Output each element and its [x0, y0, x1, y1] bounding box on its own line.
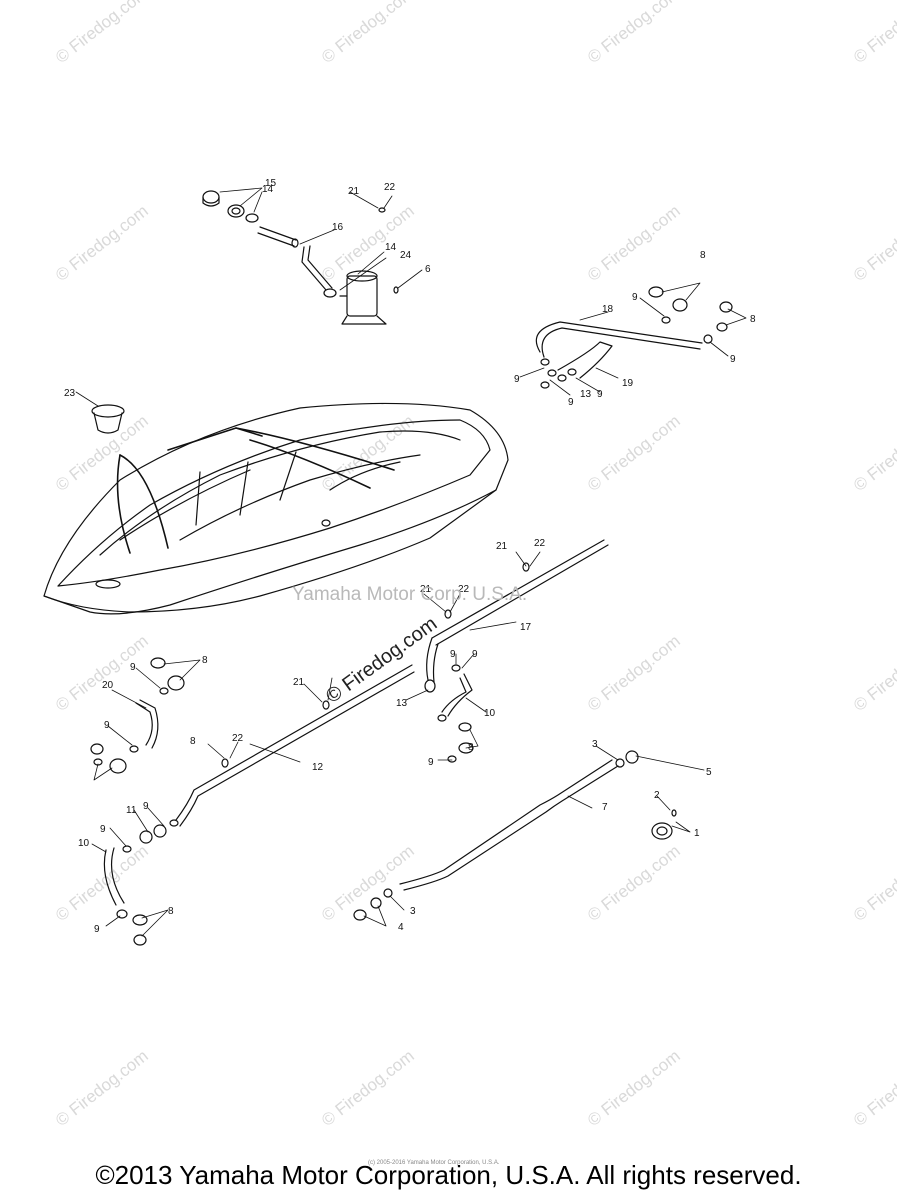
- callout-label: 18: [602, 304, 614, 315]
- callout-label: 9: [100, 824, 106, 835]
- copyright-footer: ©2013 Yamaha Motor Corporation, U.S.A. A…: [95, 1160, 802, 1190]
- callout-label: 8: [202, 655, 208, 666]
- callout-label: 8: [700, 250, 706, 261]
- cup-holder: [91, 404, 125, 434]
- hull-location-arrows: [116, 427, 395, 554]
- drain-hose-12: [103, 664, 415, 946]
- callout-label: 9: [130, 662, 136, 673]
- callout-label: 7: [602, 802, 608, 813]
- callout-label: 3: [410, 906, 416, 917]
- callout-label: 21: [420, 584, 432, 595]
- callout-label: 12: [312, 762, 324, 773]
- callout-label: 15: [265, 178, 277, 189]
- callout-label: 9: [94, 924, 100, 935]
- callout-leader-lines: [75, 187, 747, 937]
- callout-label: 14: [262, 184, 274, 195]
- callout-label: 5: [706, 767, 712, 778]
- drain-hose-7: [353, 750, 677, 921]
- callout-label: 9: [450, 649, 456, 660]
- center-watermark: Yamaha Motor Corp. U.S.A.: [292, 584, 528, 605]
- small-copyright-text: (c) 2005-2016 Yamaha Motor Corporation, …: [368, 1160, 500, 1166]
- callout-label: 14: [385, 242, 397, 253]
- callout-label: 23: [64, 388, 76, 399]
- callout-label: 3: [592, 739, 598, 750]
- callout-label: 8: [468, 742, 474, 753]
- callout-label: 9: [632, 292, 638, 303]
- middle-left-drain-hoses: [90, 657, 185, 774]
- callout-label: 1: [694, 828, 700, 839]
- callout-label: 22: [458, 584, 470, 595]
- callout-label: 4: [398, 922, 404, 933]
- callout-label: 8: [168, 906, 174, 917]
- callout-label: 22: [534, 538, 546, 549]
- callout-label: 21: [496, 541, 508, 552]
- callout-label: 21: [293, 677, 305, 688]
- callout-label: 17: [520, 622, 532, 633]
- boat-hull: [43, 402, 509, 615]
- callout-label: 24: [400, 250, 412, 261]
- bilge-pump-assembly: [202, 190, 399, 325]
- callout-label: 10: [484, 708, 496, 719]
- callout-label: 8: [750, 314, 756, 325]
- callout-label: 16: [332, 222, 344, 233]
- callout-label: 8: [190, 736, 196, 747]
- callout-label: 19: [622, 378, 634, 389]
- callout-label: 10: [78, 838, 90, 849]
- upper-drain-hose-assembly: [535, 286, 733, 389]
- callout-label: 9: [597, 389, 603, 400]
- callout-label: 22: [384, 182, 396, 193]
- callout-label: 13: [396, 698, 408, 709]
- callout-label: 21: [348, 186, 360, 197]
- callout-label: 9: [428, 757, 434, 768]
- callout-label: 13: [580, 389, 592, 400]
- callout-label: 22: [232, 733, 244, 744]
- callout-label: 9: [514, 374, 520, 385]
- callout-label: 20: [102, 680, 114, 691]
- callout-label: 9: [730, 354, 736, 365]
- callout-label: 11: [126, 805, 137, 816]
- callout-label: 9: [568, 397, 574, 408]
- callout-label: 2: [654, 790, 660, 801]
- callout-label: 9: [104, 720, 110, 731]
- callout-label: 9: [472, 649, 478, 660]
- callout-label: 9: [143, 801, 149, 812]
- drain-hose-17: [424, 539, 609, 763]
- callout-label: 6: [425, 264, 431, 275]
